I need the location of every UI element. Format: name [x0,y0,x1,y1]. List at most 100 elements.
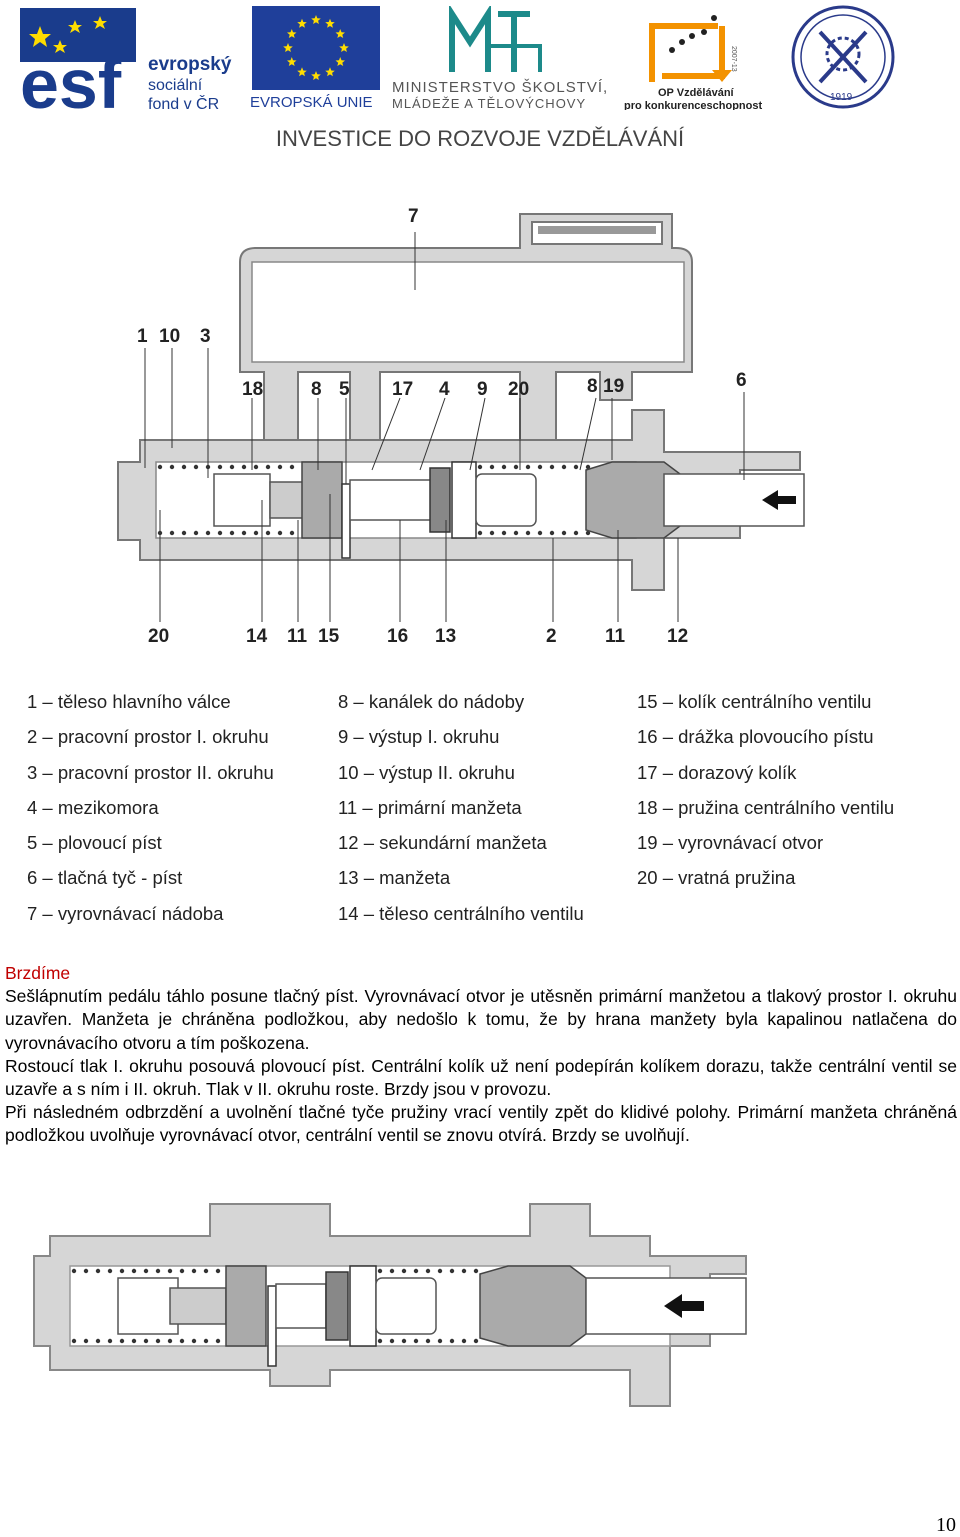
spring-coil-dot [461,1338,467,1344]
eu-star-icon [325,67,335,77]
spring-coil-dot [131,1268,137,1274]
eu-star-icon [325,18,335,28]
spring-coil-dot [573,530,579,536]
spring-coil-dot [203,1338,209,1344]
eu-label: EVROPSKÁ UNIE [250,94,373,110]
spring-coil-dot [537,530,543,536]
spring-coil-dot [413,1338,419,1344]
paragraph-1: Sešlápnutím pedálu táhlo posune tlačný p… [5,986,957,1053]
spring-coil-dot [277,464,283,470]
spring-coil-dot [513,530,519,536]
spring-coil-dot [437,1268,443,1274]
msmt-monogram-icon [449,6,542,72]
spring-coil-dot [449,1338,455,1344]
legend-item: 18 – pružina centrálního ventilu [637,796,895,818]
spring-coil-dot [561,530,567,536]
spring-coil-dot [83,1268,89,1274]
spring-coil-dot [241,530,247,536]
msmt-line-1: MINISTERSTVO ŠKOLSTVÍ, [392,79,608,96]
legend-column-2: 8 – kanálek do nádoby 9 – výstup I. okru… [338,684,584,931]
spring-coil-dot [585,464,591,470]
eu-star-icon [335,57,345,66]
spring-coil-dot [143,1338,149,1344]
esf-logo: esf evropský sociální fond v ČR [20,8,232,112]
spring-coil-dot [401,1338,407,1344]
paragraph-3: Při následném odbrzdění a uvolnění tlačn… [5,1102,957,1146]
spring-coil-dot [215,1268,221,1274]
reservoir-chamber [251,261,685,363]
esf-line-1: evropský [148,54,232,75]
spring-coils-2 [71,1268,479,1344]
spring-coil-dot [265,530,271,536]
spring-coil-dot [561,464,567,470]
spring-coil-dot [377,1338,383,1344]
spring-coil-dot [155,1338,161,1344]
spring-coil-dot [169,464,175,470]
spring-coil-dot [131,1338,137,1344]
spring-coil-dot [277,530,283,536]
eu-star-icon [297,67,307,77]
legend-item: 14 – těleso centrálního ventilu [338,902,584,924]
push-piston-2 [479,1265,587,1347]
op-years: 2007-13 [730,46,737,72]
spring-coil-dot [191,1268,197,1274]
legend-item: 15 – kolík centrálního ventilu [637,691,872,712]
op-line-2: pro konkurenceschopnost [624,100,762,110]
eu-logo: EVROPSKÁ UNIE [250,6,380,110]
spring-coil-dot [107,1268,113,1274]
leader-line [469,397,486,471]
crossed-hammers-icon [818,30,868,84]
spring-coil-dot [253,530,259,536]
spring-coil-dot [193,530,199,536]
spring-coil-dot [525,464,531,470]
legend-item: 11 – primární manžeta [338,796,522,818]
spring-coil-dot [181,464,187,470]
spring-coil-dot [537,464,543,470]
spring-coil-dot [71,1338,77,1344]
seal-year: 1919 [830,92,853,103]
legend-item: 3 – pracovní prostor II. okruhu [27,761,274,783]
spring-coil-dot [389,1268,395,1274]
push-arrow-icon [762,490,796,510]
spring-coil-dot [501,464,507,470]
op-logo: 2007-13 OP Vzdělávání pro konkurencescho… [624,15,762,110]
spring-coil-dot [193,464,199,470]
legend-item: 19 – vyrovnávací otvor [637,832,824,854]
op-graphic-icon [649,15,732,82]
spring-coil-dot [477,530,483,536]
spring-coil-dot [181,530,187,536]
legend-item: 12 – sekundární manžeta [338,832,547,854]
spring-coil-dot [425,1268,431,1274]
op-line-1: OP Vzdělávání [658,87,735,99]
piston-skirt [475,473,537,527]
leader-line [579,397,597,471]
piston-skirt-2 [375,1277,437,1335]
spring-coil-dot [169,530,175,536]
spring-coil-dot [83,1338,89,1344]
legend-item: 4 – mezikomora [27,796,159,818]
spring-coil-dot [95,1338,101,1344]
spring-coil-dot [489,530,495,536]
spring-coil-dot [549,464,555,470]
spring-coil-dot [437,1338,443,1344]
spring-coil-dot [253,464,259,470]
legend-column-1: 1 – těleso hlavního válce 2 – pracovní p… [27,684,274,931]
leader-line [419,397,446,471]
eu-star-icon [339,43,349,52]
eu-star-icon [287,29,297,38]
gear-icon [825,36,861,72]
spring-coil-dot [157,464,163,470]
spring-coil-dot [265,464,271,470]
spring-coil-dot [217,464,223,470]
floating-piston-head [301,461,343,539]
legend-item: 20 – vratná pružina [637,867,796,889]
piston-ring-2 [349,1265,377,1347]
eu-star-icon [311,71,321,80]
spring-coil-dot [119,1268,125,1274]
spring-coil-dot [119,1338,125,1344]
eu-stars-icon [283,15,349,80]
spring-coil-dot [229,464,235,470]
eu-star-icon [311,15,321,24]
spring-coil-dot [549,530,555,536]
spring-coil-dot [473,1268,479,1274]
